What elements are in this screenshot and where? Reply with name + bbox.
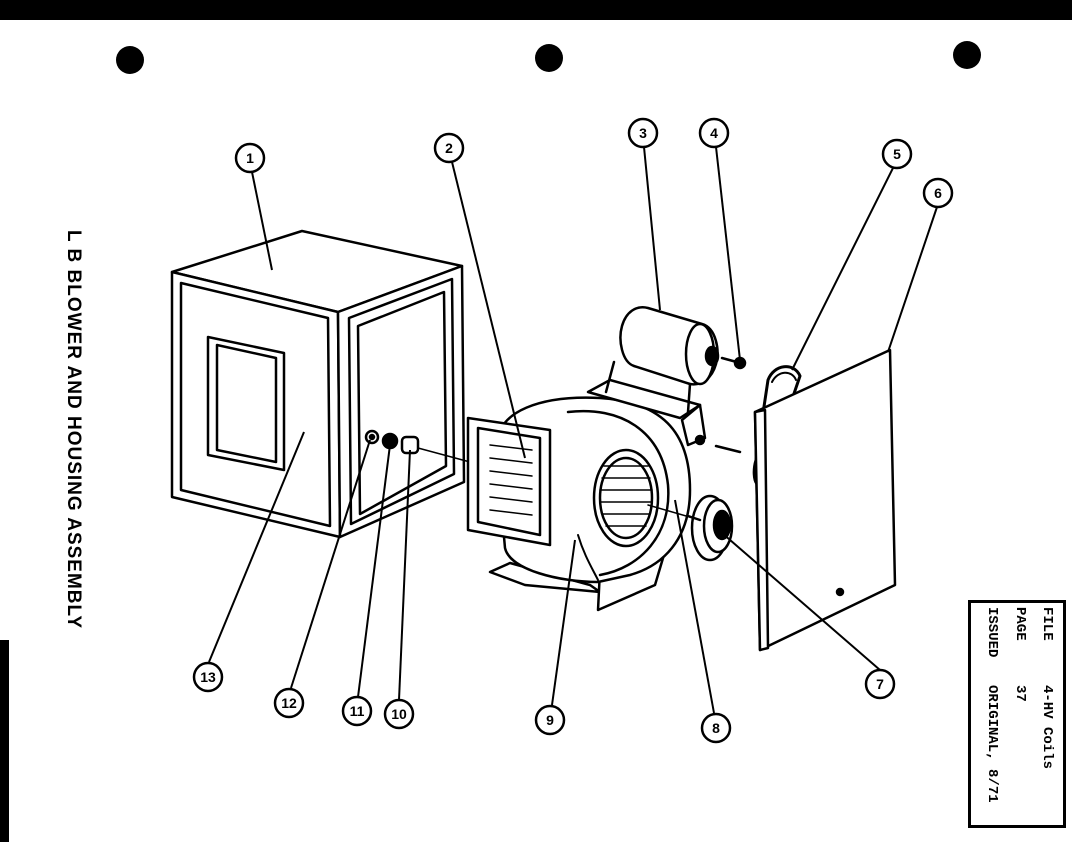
callout-2: 2 <box>433 132 465 164</box>
binder-hole-center <box>535 44 563 72</box>
callout-9: 9 <box>534 704 566 736</box>
svg-text:11: 11 <box>350 703 365 719</box>
scan-border-top <box>0 0 1072 20</box>
file-info-box: FILE 4-HV Coils PAGE 37 ISSUED ORIGINAL, 8/… <box>968 600 1066 828</box>
svg-text:12: 12 <box>281 695 297 711</box>
file-row: FILE 4-HV Coils <box>1037 607 1055 827</box>
blower-pulley <box>686 494 734 562</box>
page-row: PAGE 37 <box>1010 607 1028 827</box>
svg-text:7: 7 <box>876 676 884 692</box>
svg-text:2: 2 <box>445 140 453 156</box>
callout-10: 10 <box>383 698 415 730</box>
shaft-hardware <box>364 429 471 463</box>
page-value: 37 <box>1012 685 1028 702</box>
svg-text:1: 1 <box>246 150 254 166</box>
svg-text:4: 4 <box>710 125 718 141</box>
svg-text:10: 10 <box>391 706 407 722</box>
file-label: FILE <box>1039 607 1055 641</box>
binder-hole-right <box>953 41 981 69</box>
leader-lines <box>208 146 938 714</box>
callout-7: 7 <box>864 668 896 700</box>
motor-bolt <box>720 356 747 370</box>
callout-12: 12 <box>273 687 305 719</box>
blower-housing <box>466 396 701 612</box>
svg-text:5: 5 <box>893 146 901 162</box>
callout-11: 11 <box>341 695 373 727</box>
callout-4: 4 <box>698 117 730 149</box>
file-value: 4-HV Coils <box>1039 685 1055 770</box>
svg-text:8: 8 <box>712 720 720 736</box>
callout-1: 1 <box>234 142 266 174</box>
issued-value: ORIGINAL, 8/71 <box>984 685 1000 803</box>
callout-3: 3 <box>627 117 659 149</box>
binder-hole-left <box>116 46 144 74</box>
page-label: PAGE <box>1012 607 1028 641</box>
callout-6: 6 <box>922 177 954 209</box>
scan-border-left <box>0 640 9 842</box>
callout-8: 8 <box>700 712 732 744</box>
callout-5: 5 <box>881 138 913 170</box>
svg-text:9: 9 <box>546 712 554 728</box>
issued-label: ISSUED <box>984 607 1000 658</box>
svg-text:6: 6 <box>934 185 942 201</box>
svg-text:3: 3 <box>639 125 647 141</box>
access-panel <box>753 348 897 652</box>
svg-text:13: 13 <box>200 669 216 685</box>
blower-motor <box>586 306 742 454</box>
callout-13: 13 <box>192 661 224 693</box>
housing-cabinet <box>170 229 466 539</box>
issued-row: ISSUED ORIGINAL, 8/71 <box>982 607 1000 827</box>
